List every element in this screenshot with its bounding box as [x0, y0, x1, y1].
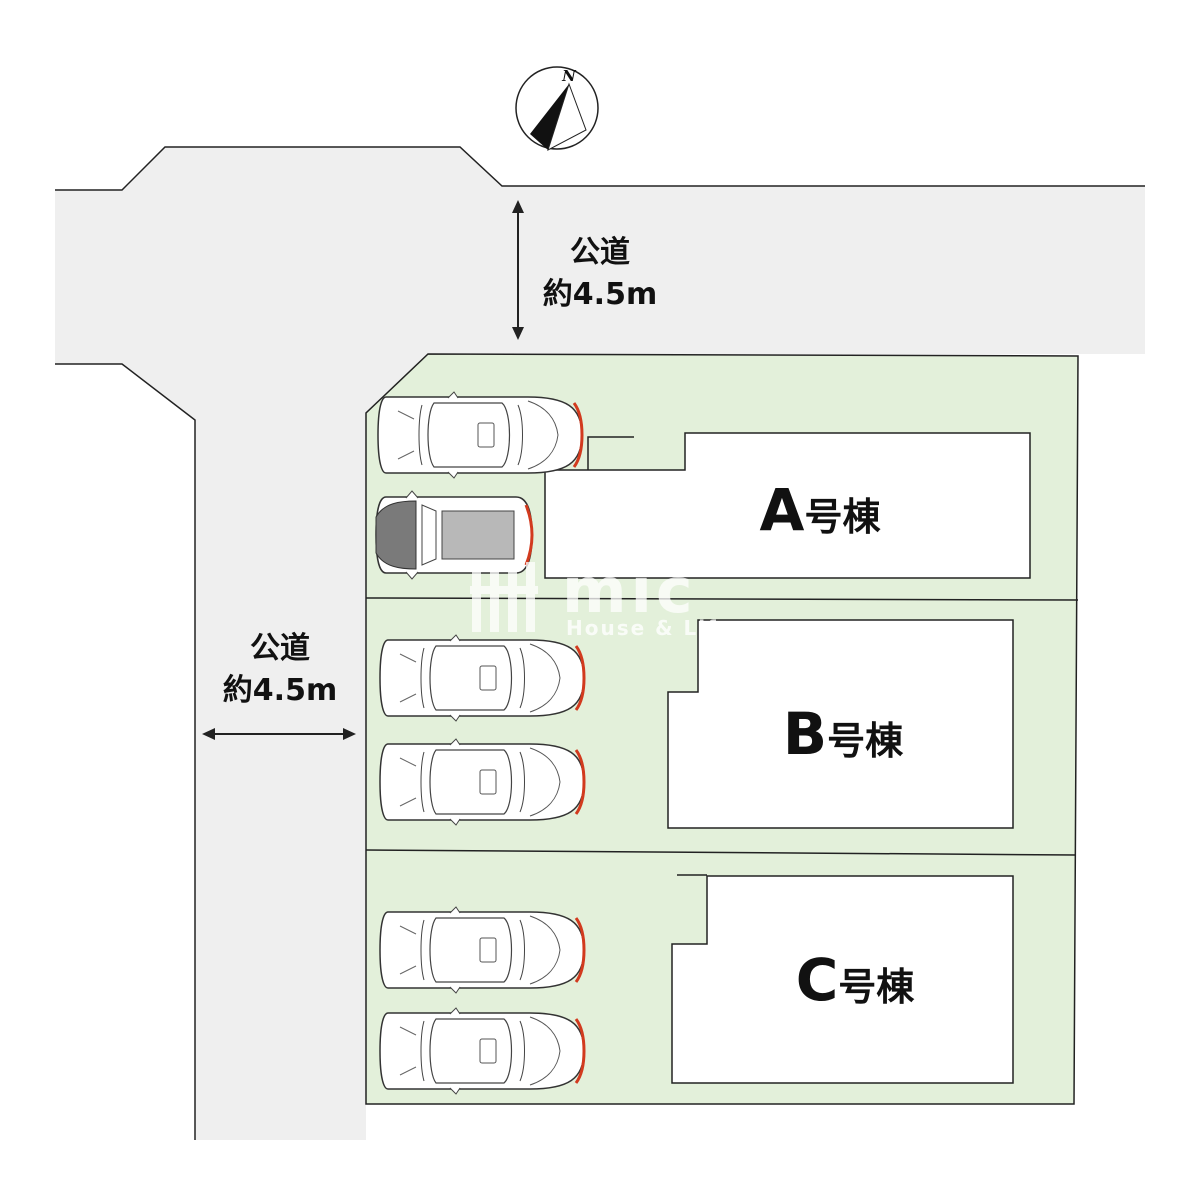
watermark-sub: House & Life	[566, 616, 733, 640]
building-b-footprint	[667, 619, 1014, 829]
north-road-label-line1: 公道	[570, 235, 630, 270]
building-a-eave-line	[587, 436, 634, 470]
building-a-letter: A	[760, 476, 805, 544]
north-road-label-line2: 約4.5m	[543, 277, 657, 312]
building-a-label: A号棟	[760, 476, 882, 544]
lot-divider-a-b	[365, 597, 1079, 601]
lot-divider-b-c	[365, 849, 1077, 856]
west-road-label-line2: 約4.5m	[223, 673, 337, 708]
parking-car-b1	[378, 633, 586, 723]
public-road	[55, 147, 1145, 1140]
north-arrow-icon: N	[515, 66, 599, 152]
parking-car-c1	[378, 905, 586, 995]
road-edge-north	[55, 146, 1145, 191]
building-a-footprint	[544, 432, 1031, 579]
building-c-label: C号棟	[796, 946, 916, 1014]
building-c-letter: C	[796, 946, 839, 1014]
building-c-suffix: 号棟	[838, 965, 915, 1009]
road-edge-west	[55, 363, 196, 1140]
road-width-arrow-west	[202, 728, 356, 740]
parking-car-c2	[378, 1006, 586, 1096]
parking-car-b2	[378, 737, 586, 827]
building-c-footprint	[671, 875, 1014, 1084]
building-b-suffix: 号棟	[827, 719, 904, 763]
parking-car-a1	[376, 390, 584, 480]
building-b-label: B号棟	[783, 700, 904, 768]
road-width-arrow-north	[512, 200, 524, 340]
watermark-main: mic	[562, 554, 697, 627]
north-label: N	[561, 67, 577, 85]
watermark-logo-icon	[470, 562, 538, 632]
west-road-label-line1: 公道	[250, 631, 310, 666]
building-a-suffix: 号棟	[804, 495, 881, 539]
building-b-letter: B	[783, 700, 827, 768]
company-watermark: mic House & Life	[470, 554, 733, 640]
